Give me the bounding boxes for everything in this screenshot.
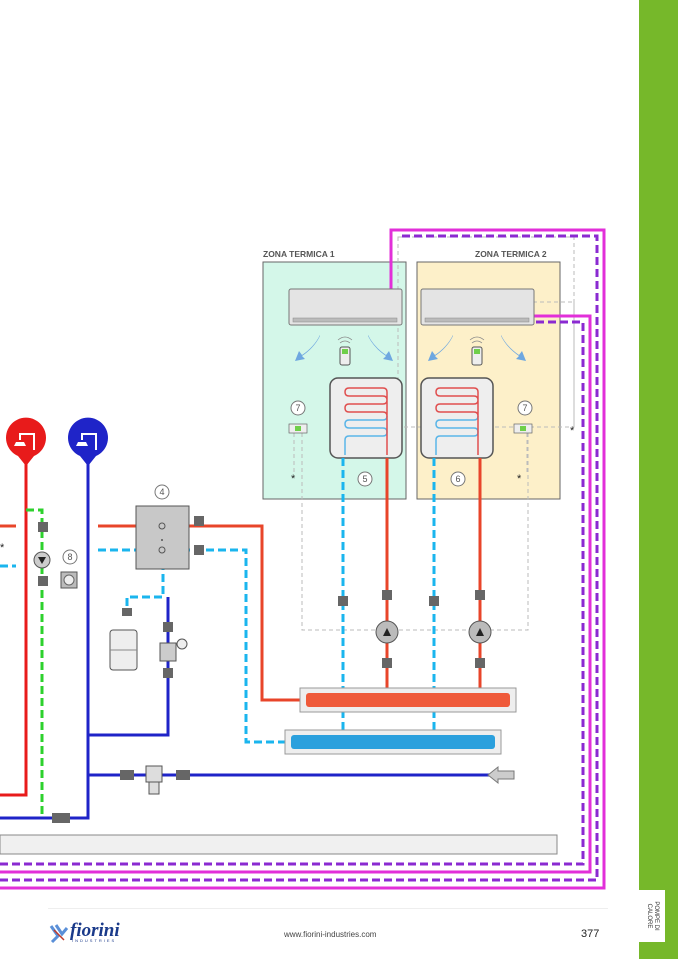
asterisk-markers: * * * * [0, 425, 575, 554]
svg-text:*: * [517, 473, 522, 485]
expansion-vessel [109, 629, 138, 671]
thermostat-zone-1 [288, 423, 308, 434]
zone-label-2: ZONA TERMICA 2 [475, 249, 547, 259]
page-number: 377 [581, 928, 600, 940]
hot-manifold [299, 687, 517, 713]
zone-label-1: ZONA TERMICA 1 [263, 249, 335, 259]
callout-7-zone-2: 7 [522, 403, 527, 413]
shutoff-valves [38, 516, 439, 823]
water-inlet-arrow-icon [487, 765, 515, 785]
buffer-tank-4 [135, 505, 190, 570]
timer-8 [60, 571, 78, 589]
footer-url[interactable]: www.fiorini-industries.com [284, 930, 377, 939]
hot-water-tap-icon [6, 417, 47, 466]
svg-text:*: * [291, 473, 296, 485]
pressure-reducer [145, 765, 163, 795]
indoor-unit-zone-1 [288, 288, 403, 326]
thermostat-zone-2 [513, 423, 533, 434]
remote-control-zone-1 [337, 336, 353, 366]
floor-slab [0, 834, 558, 855]
logo-subtitle: INDUSTRIES [72, 938, 117, 943]
refrigerant-lines [0, 228, 606, 890]
logo-mark-icon [49, 924, 69, 944]
fan-coil-unit-6 [420, 377, 494, 459]
section-sidebar [639, 0, 678, 959]
remote-control-zone-2 [469, 336, 485, 366]
indoor-unit-zone-2 [420, 288, 535, 326]
recirculation-pump [33, 551, 51, 569]
footer-divider [48, 908, 608, 909]
fan-coil-unit-5 [329, 377, 403, 459]
cold-manifold [284, 729, 502, 755]
svg-text:*: * [0, 542, 5, 554]
callout-5: 5 [362, 474, 367, 484]
callout-7-zone-1: 7 [295, 403, 300, 413]
circulator-pump-zone-2 [468, 590, 492, 668]
svg-text:*: * [570, 425, 575, 437]
hydronic-pipes [0, 455, 492, 820]
callout-markers: 4 5 6 7 7 8 [62, 400, 533, 565]
circulator-pump-zone-1 [375, 590, 399, 668]
callout-8: 8 [67, 552, 72, 562]
cold-water-tap-icon [67, 417, 108, 466]
filling-group [159, 638, 188, 662]
callout-6: 6 [455, 474, 460, 484]
fiorini-logo: fiorini INDUSTRIES [48, 920, 133, 944]
callout-4: 4 [159, 487, 164, 497]
airflow-arrows [295, 335, 526, 361]
logo-wordmark: fiorini [70, 920, 120, 941]
